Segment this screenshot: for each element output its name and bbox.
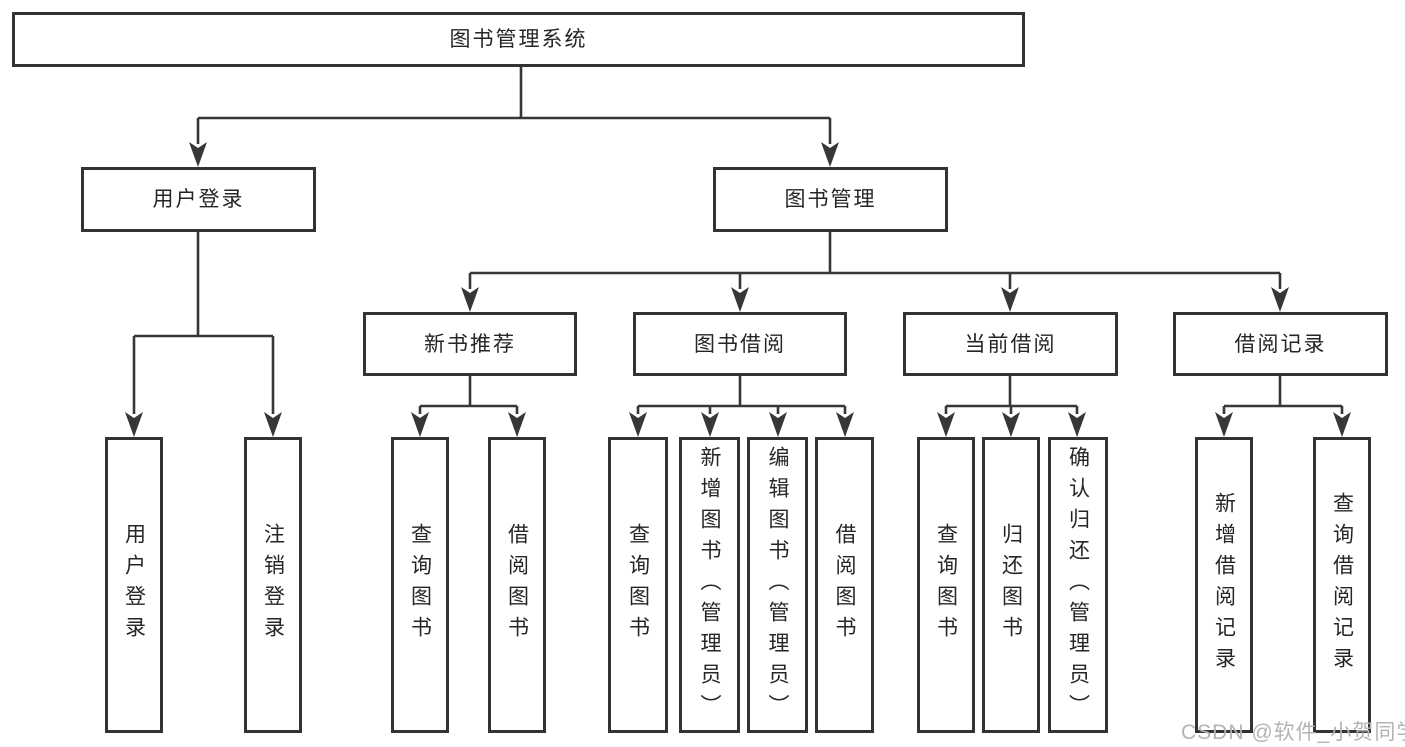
node-user-login: 用户登录 [81,167,316,232]
leaf-user-login: 用户登录 [105,437,163,733]
leaf-add-borrow-record: 新增借阅记录 [1195,437,1253,733]
leaf-query-books-current: 查询图书 [917,437,975,733]
leaf-confirm-return-admin: 确认归还（管理员） [1048,437,1108,733]
node-new-book-recommendation: 新书推荐 [363,312,577,376]
leaf-borrow-books-borrowing: 借阅图书 [815,437,874,733]
connector-strokes [132,67,1344,414]
leaf-query-books-borrowing: 查询图书 [608,437,668,733]
arrowheads [125,142,1351,437]
leaf-return-books: 归还图书 [982,437,1040,733]
leaf-logout-login: 注销登录 [244,437,302,733]
leaf-edit-books-admin: 编辑图书（管理员） [747,437,808,733]
node-book-borrowing: 图书借阅 [633,312,847,376]
node-borrowing-records: 借阅记录 [1173,312,1388,376]
leaf-add-books-admin: 新增图书（管理员） [679,437,740,733]
node-book-management: 图书管理 [713,167,948,232]
leaf-borrow-books-recommend: 借阅图书 [488,437,546,733]
leaf-query-borrow-record: 查询借阅记录 [1313,437,1371,733]
leaf-query-books-recommend: 查询图书 [391,437,449,733]
node-current-borrowing: 当前借阅 [903,312,1118,376]
node-library-management-system: 图书管理系统 [12,12,1025,67]
csdn-watermark: CSDN @软件_小贺同学 [1181,721,1405,744]
